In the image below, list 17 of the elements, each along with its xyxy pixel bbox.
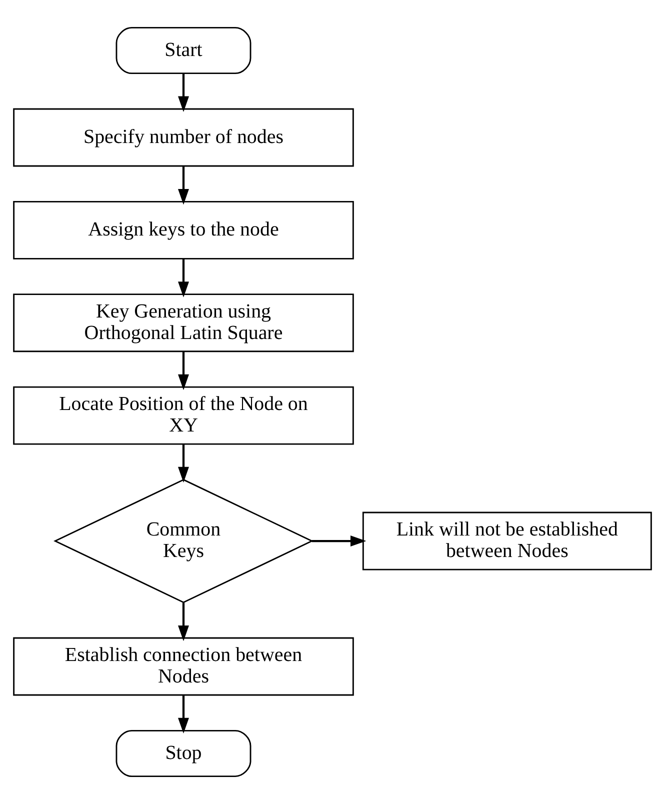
node-box: Specify number of nodes bbox=[13, 108, 354, 167]
arrow bbox=[178, 695, 189, 734]
arrow bbox=[178, 602, 189, 642]
arrow bbox=[178, 259, 189, 298]
arrow bbox=[178, 352, 189, 390]
arrow bbox=[178, 74, 189, 112]
node-box: Link will not be established between Nodes bbox=[362, 512, 652, 570]
arrow bbox=[178, 166, 189, 205]
node-box: Key Generation using Orthogonal Latin Square bbox=[13, 294, 354, 352]
node-diamond: Common Keys bbox=[54, 478, 314, 604]
arrow bbox=[312, 536, 366, 547]
node-box: Establish connection between Nodes bbox=[13, 637, 354, 696]
node-box: Locate Position of the Node on XY bbox=[13, 386, 354, 445]
node-box: Stop bbox=[116, 730, 252, 777]
node-box: Start bbox=[116, 27, 252, 74]
arrow bbox=[178, 444, 189, 483]
node-box: Assign keys to the node bbox=[13, 200, 354, 260]
